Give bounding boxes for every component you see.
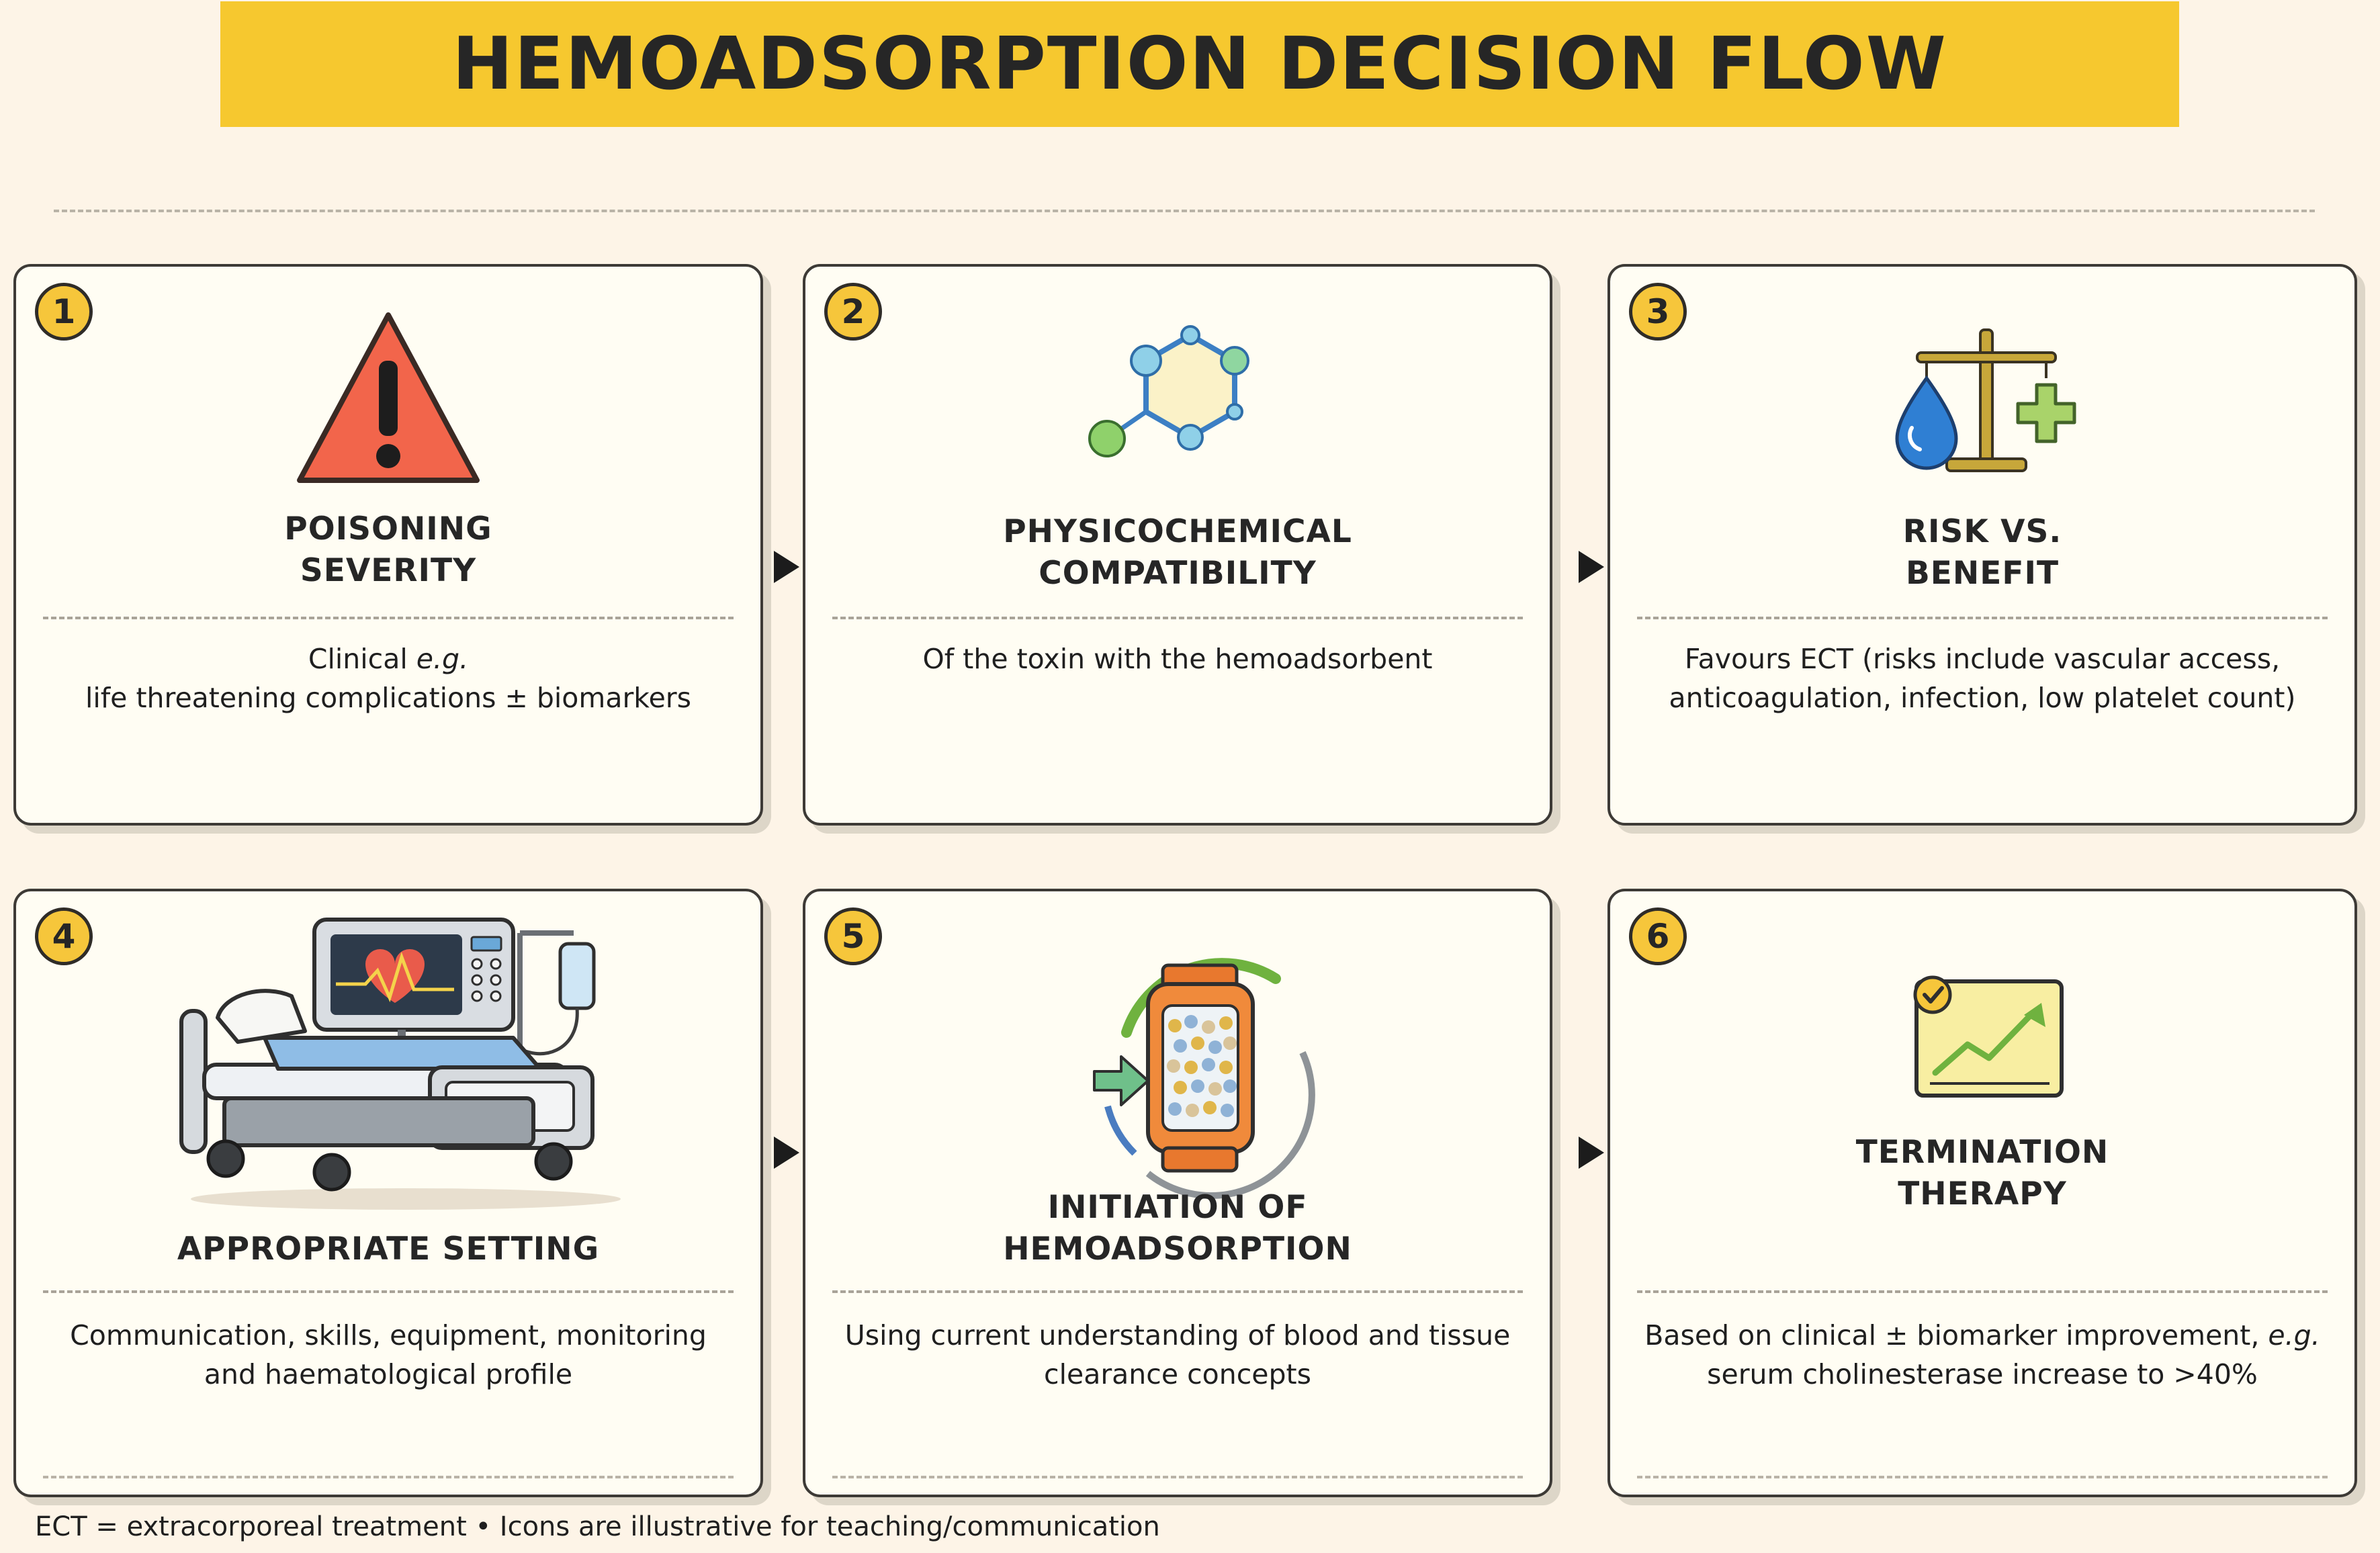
- step-description: Communication, skills, equipment, monito…: [70, 1319, 707, 1390]
- step-number-badge: 4: [35, 907, 93, 965]
- header-divider: [54, 210, 2315, 212]
- card-divider: [1637, 617, 2328, 619]
- card-bottom-divider: [1637, 1476, 2328, 1478]
- page-title: HEMOADSORPTION DECISION FLOW: [452, 22, 1947, 106]
- step-title: TERMINATION THERAPY: [1855, 1134, 2109, 1212]
- warning-triangle-icon: [297, 312, 480, 483]
- step-title: RISK VS. BENEFIT: [1902, 513, 2062, 592]
- flow-arrow-2-to-3: [1579, 551, 1604, 583]
- adsorption-cartridge-icon: [1093, 958, 1315, 1200]
- step-number-badge: 3: [1629, 283, 1687, 341]
- title-banner: HEMOADSORPTION DECISION FLOW: [220, 1, 2179, 127]
- improvement-chart-check-icon: [1913, 975, 2064, 1098]
- step-description: Based on clinical ± biomarker improvemen…: [1644, 1319, 2320, 1390]
- step-title: APPROPRIATE SETTING: [177, 1231, 600, 1268]
- card-bottom-divider: [43, 1476, 734, 1478]
- card-divider: [832, 1290, 1523, 1293]
- step-number-badge: 6: [1629, 907, 1687, 965]
- card-divider: [1637, 1290, 2328, 1293]
- card-divider: [43, 617, 734, 619]
- step-description: Of the toxin with the hemoadsorbent: [922, 643, 1433, 675]
- card-divider: [832, 617, 1523, 619]
- step-card-physicochemical-compatibility: 2 PHYSICOCHEMICAL COMPATIBILITY Of the t…: [803, 264, 1552, 826]
- step-description: Favours ECT (risks include vascular acce…: [1669, 643, 2296, 714]
- step-card-termination-therapy: 6 TERMINATION THERAPY Based on clinical …: [1607, 889, 2357, 1497]
- flow-arrow-5-to-6: [1579, 1137, 1604, 1169]
- step-card-appropriate-setting: 4 APPROPRIATE SETTING Communication, ski…: [13, 889, 763, 1497]
- step-number-badge: 1: [35, 283, 93, 341]
- card-divider: [43, 1290, 734, 1293]
- balance-scale-icon: [1895, 328, 2076, 472]
- step-card-risk-vs-benefit: 3 RISK VS. BENEFIT Favours ECT (risks in…: [1607, 264, 2357, 826]
- step-title: PHYSICOCHEMICAL COMPATIBILITY: [1003, 513, 1352, 592]
- step-description: Clinical e.g. life threatening complicat…: [85, 643, 692, 714]
- card-bottom-divider: [832, 1476, 1523, 1478]
- molecule-hexagon-icon: [1088, 325, 1249, 457]
- flow-arrow-1-to-2: [774, 551, 799, 583]
- step-number-badge: 5: [824, 907, 882, 965]
- step-description: Using current understanding of blood and…: [844, 1319, 1511, 1390]
- step-number-badge: 2: [824, 283, 882, 341]
- flow-arrow-4-to-5: [774, 1137, 799, 1169]
- step-card-initiation-of-hemoadsorption: 5 INITIATION OF HEMOADSORPTION Using cur…: [803, 889, 1552, 1497]
- hospital-bed-monitor-icon: [179, 918, 621, 1210]
- step-title: POISONING SEVERITY: [284, 511, 492, 589]
- step-card-poisoning-severity: 1 POISONING SEVERITY Clinical e.g. life …: [13, 264, 763, 826]
- footnote: ECT = extracorporeal treatment • Icons a…: [35, 1511, 1160, 1542]
- step-title: INITIATION OF HEMOADSORPTION: [1003, 1189, 1352, 1268]
